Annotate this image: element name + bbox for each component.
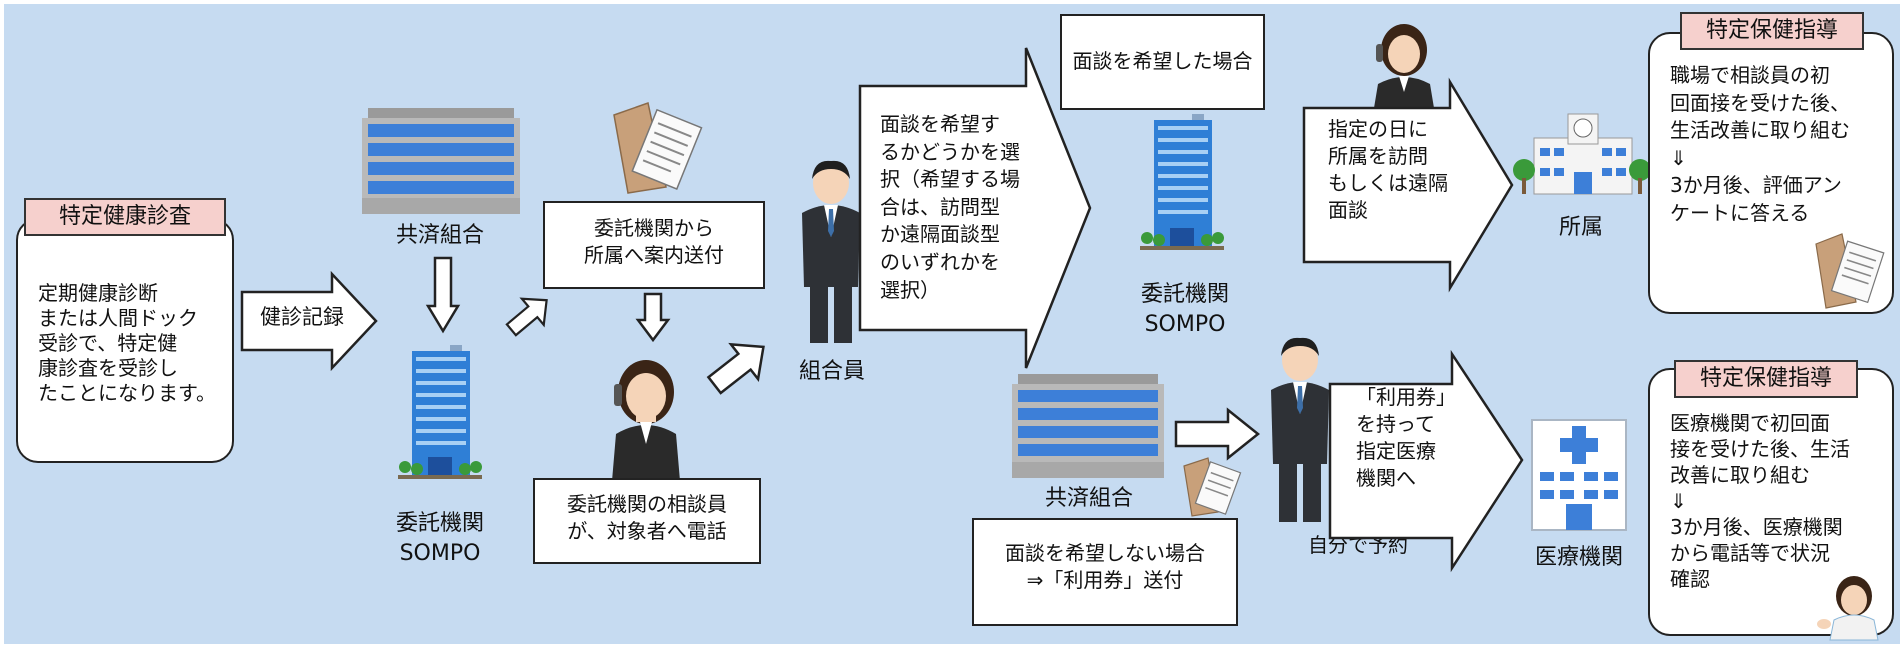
kyosai-bottom-building-icon — [1012, 374, 1164, 478]
checkup-arrow — [240, 270, 378, 372]
kyosai-bottom-label: 共済組合 — [1044, 486, 1133, 511]
voucher-arrow — [1328, 349, 1524, 573]
itaku-left-label: 委託機関 SOMPO — [395, 511, 484, 566]
want-text: 面談を希望した場合 — [1072, 49, 1253, 73]
kyosai-building-icon — [362, 108, 520, 214]
voucher-envelope-icon — [1183, 457, 1242, 517]
kyosai-top-label: 共済組合 — [395, 223, 484, 248]
guidance-top-text: 職場で相談員の初 回面接を受けた後、 生活改善に取り組む ⇓ 3か月後、評価アン… — [1670, 63, 1850, 225]
envelope-icon — [613, 102, 703, 194]
itaku-building-icon — [398, 345, 482, 479]
down-arrow-2 — [635, 292, 671, 343]
exam-text: 定期健康診断 または人間ドック 受診で、特定健 康診査を受診し たことになります… — [38, 281, 216, 405]
nurse-icon — [1817, 576, 1879, 641]
visit-text: 指定の日に 所属を訪問 もしくは遠隔 面談 — [1328, 117, 1448, 222]
itaku-right-building-icon — [1140, 114, 1224, 250]
down-arrow-1 — [425, 256, 461, 334]
guidance-bottom-text: 医療機関で初回面 接を受けた後、生活 改善に取り組む ⇓ 3か月後、医療機関 か… — [1670, 411, 1850, 591]
self-booking-member-icon — [1271, 337, 1329, 522]
nowant-box — [972, 518, 1238, 626]
guidance-bottom-tag: 特定保健指導 — [1674, 360, 1858, 398]
up-arrow-member — [706, 342, 765, 395]
hospital-label: 医療機関 — [1534, 545, 1623, 570]
member-label: 組合員 — [798, 359, 865, 384]
hospital-building-icon — [1531, 419, 1627, 531]
member-icon — [802, 160, 860, 343]
nowant-text: 面談を希望しない場合 ⇒「利用券」送付 — [1005, 541, 1205, 592]
counselor-icon — [612, 360, 680, 481]
choice-text: 面談を希望す るかどうかを選 択（希望する場 合は、訪問型 か遠隔面談型 のいず… — [880, 112, 1020, 302]
call-text: 委託機関の相談員 が、対象者へ電話 — [567, 492, 727, 543]
notice-text: 委託機関から 所属へ案内送付 — [584, 216, 724, 267]
visitor-counselor-icon — [1374, 24, 1434, 108]
voucher-text: 「利用券」 を持って 指定医療 機関へ — [1356, 385, 1456, 490]
itaku-right-label: 委託機関 SOMPO — [1140, 282, 1229, 337]
call-box — [533, 478, 761, 564]
notice-box — [543, 201, 765, 289]
up-arrow-notice — [505, 297, 548, 337]
want-box — [1060, 14, 1265, 110]
office-building-icon — [1513, 113, 1651, 195]
exam-tag: 特定健康診査 — [24, 198, 226, 236]
visit-arrow — [1302, 77, 1514, 293]
checkup-arrow-label: 健診記録 — [260, 305, 344, 329]
exam-box — [16, 218, 234, 463]
guidance-top-document-icon — [1815, 233, 1885, 309]
guidance-top-tag: 特定保健指導 — [1680, 12, 1864, 50]
office-label: 所属 — [1558, 215, 1603, 240]
to-member-arrow — [1174, 407, 1261, 461]
choice-arrow — [858, 47, 1092, 369]
